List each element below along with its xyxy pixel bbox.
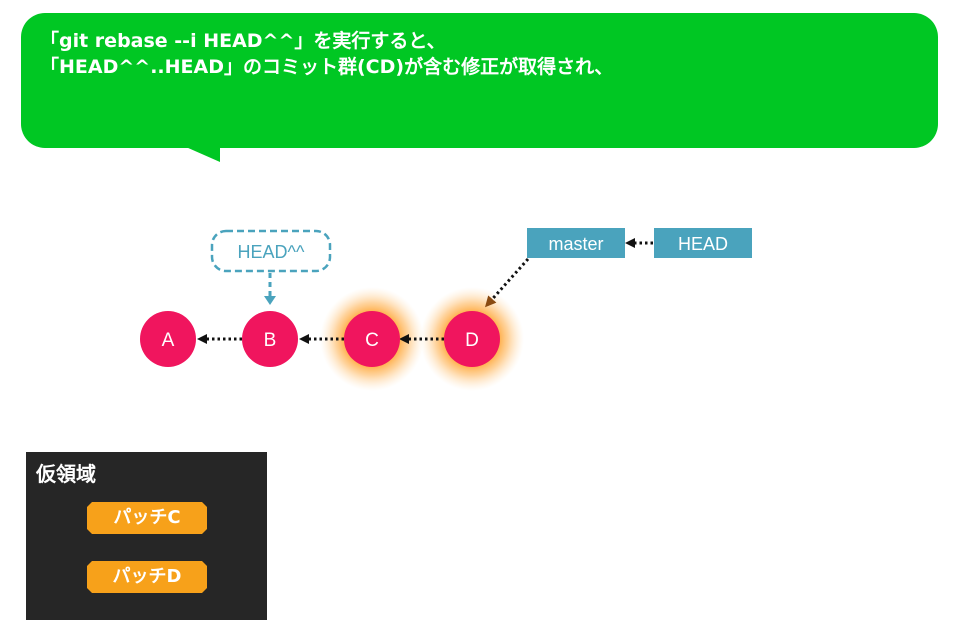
- commit-a: A: [140, 311, 196, 367]
- temp-area-title: 仮領域: [36, 462, 96, 486]
- head-caret-caret-tag: HEAD^^: [210, 229, 332, 273]
- commit-d-circle: [444, 311, 500, 367]
- commit-d: D: [444, 311, 500, 367]
- head-ref: HEAD: [654, 228, 752, 258]
- temp-area-panel: 仮領域 パッチC パッチD: [26, 452, 267, 620]
- arrow-master-to-d: [485, 258, 530, 308]
- commit-b: B: [242, 311, 298, 367]
- commit-c-label: C: [365, 330, 379, 351]
- commit-d-label: D: [465, 330, 479, 351]
- head-ref-label: HEAD: [678, 234, 728, 254]
- patch-c: パッチC: [87, 502, 207, 534]
- commit-a-circle: [140, 311, 196, 367]
- commit-c-circle: [344, 311, 400, 367]
- head-ref-box: [654, 228, 752, 258]
- master-ref: master: [527, 228, 625, 258]
- commit-b-label: B: [264, 330, 277, 351]
- commit-b-circle: [242, 311, 298, 367]
- master-ref-box: [527, 228, 625, 258]
- callout-text: 「git rebase --i HEAD^^」を実行すると、 「HEAD^^..…: [40, 28, 613, 80]
- patch-d: パッチD: [87, 561, 207, 593]
- commit-a-label: A: [162, 330, 175, 351]
- head-caret-caret-tag-label: HEAD^^: [238, 242, 305, 262]
- commit-c: C: [344, 311, 400, 367]
- callout-line-1: 「git rebase --i HEAD^^」を実行すると、: [40, 30, 446, 52]
- callout-bubble: 「git rebase --i HEAD^^」を実行すると、 「HEAD^^..…: [21, 13, 938, 148]
- master-ref-label: master: [548, 234, 603, 254]
- head-caret-caret-tag-box: [210, 229, 332, 273]
- arrow-tag-to-b-head: [264, 296, 276, 305]
- callout-line-2: 「HEAD^^..HEAD」のコミット群(CD)が含む修正が取得され、: [40, 56, 614, 78]
